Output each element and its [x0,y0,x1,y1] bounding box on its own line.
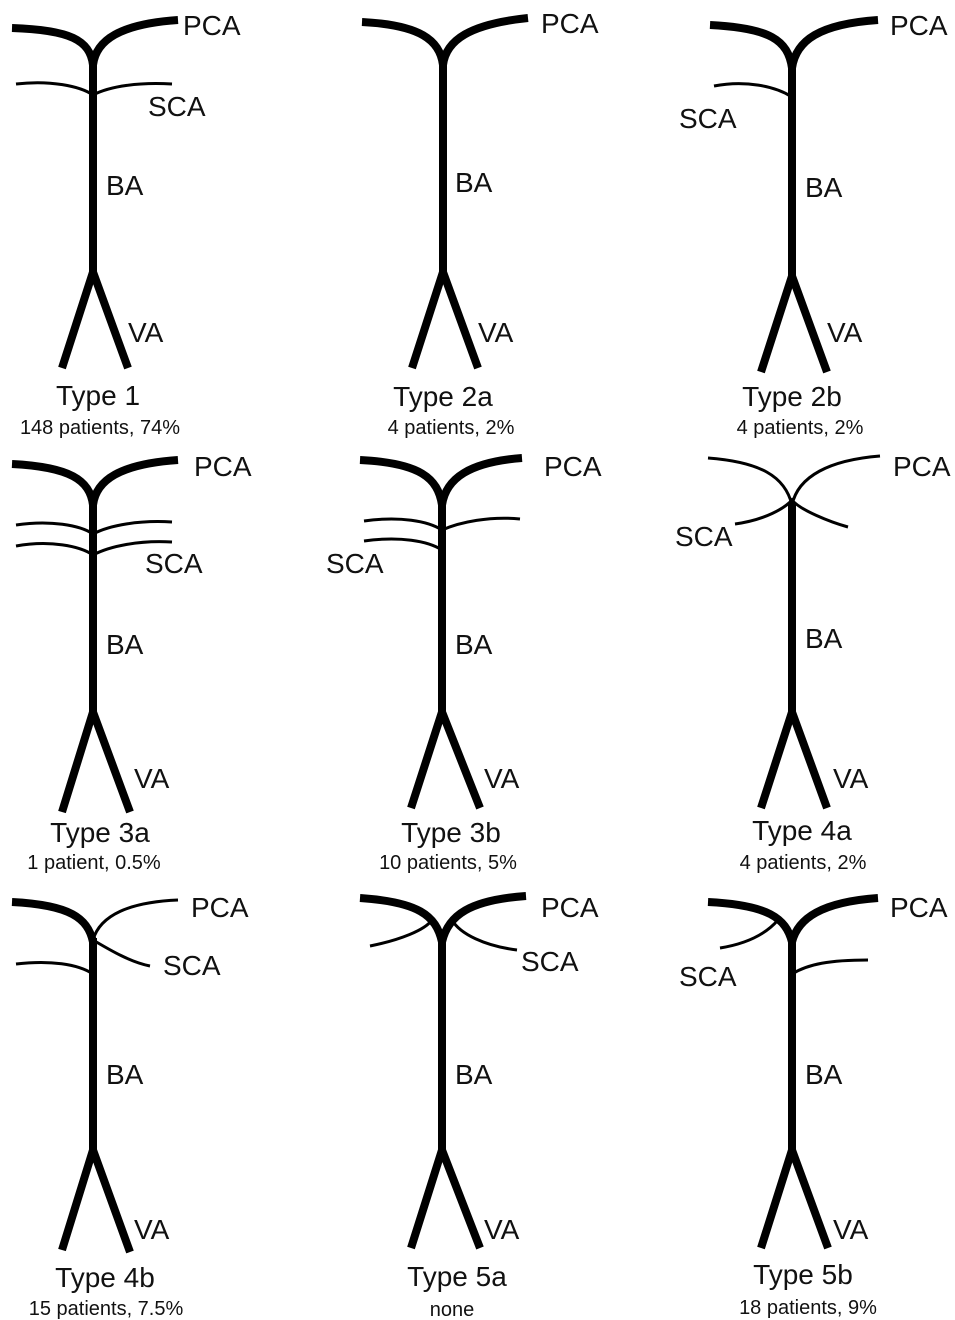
pca-vessel [361,14,529,66]
va-label: VA [833,763,869,794]
panel-title: Type 5a [407,1261,507,1292]
ba-label: BA [106,629,144,660]
sca-vessel-left [369,919,434,948]
pca-vessel-left [11,898,97,943]
panel-stat: 4 patients, 2% [737,417,864,439]
pca-label: PCA [890,10,948,41]
pca-label: PCA [544,451,602,482]
sca-label: SCA [675,521,733,552]
sca-label: SCA [521,946,579,977]
sca-vessel-left [719,919,780,950]
sca-label: SCA [326,548,384,579]
panel-title: Type 3b [401,817,501,848]
panel-type-3b: PCA SCA BA VA Type 3b 10 patients, 5% [326,451,602,874]
panel-stat: 15 patients, 7.5% [29,1298,184,1320]
panel-type-3a: PCA SCA BA VA Type 3a 1 patient, 0.5% [11,451,252,874]
vertebral-artery [407,700,484,810]
sca-vessel-left [15,960,94,976]
sca-vessel [713,82,793,99]
vertebral-artery [757,1137,832,1250]
pca-vessel [359,892,527,944]
panel-type-4a: PCA SCA BA VA Type 4a 4 patients, 2% [675,451,951,874]
vertebral-artery [757,699,831,810]
va-label: VA [134,1214,170,1245]
sca-label: SCA [145,548,203,579]
va-label: VA [833,1214,869,1245]
panel-title: Type 3a [50,817,150,848]
va-label: VA [827,317,863,348]
ba-label: BA [106,1059,144,1090]
panel-title: Type 2b [742,381,842,412]
pca-label: PCA [893,451,951,482]
sca-vessel-right [791,958,869,976]
panel-type-5a: PCA SCA BA VA Type 5a none [359,892,599,1320]
panel-stat: 148 patients, 74% [20,417,180,439]
panel-type-2a: PCA BA VA Type 2a 4 patients, 2% [361,8,599,439]
sca-vessel-right [450,919,518,952]
pca-vessel [11,16,179,66]
vertebral-artery [58,1137,134,1254]
pca-vessel [359,454,523,506]
vertebral-artery [407,1137,484,1250]
panel-stat: 1 patient, 0.5% [27,852,161,874]
panel-stat: 4 patients, 2% [740,852,867,874]
panel-stat: 18 patients, 9% [739,1297,877,1319]
vertebral-artery [757,263,831,374]
pca-vessel [11,456,179,506]
panel-stat: 10 patients, 5% [379,852,517,874]
panel-type-4b: PCA SCA BA VA Type 4b 15 patients, 7.5% [11,892,249,1320]
panel-title: Type 5b [753,1259,853,1290]
va-label: VA [134,763,170,794]
panel-title: Type 4b [55,1262,155,1293]
pca-label: PCA [890,892,948,923]
va-label: VA [484,763,520,794]
sca-label: SCA [679,961,737,992]
ba-label: BA [455,1059,493,1090]
ba-label: BA [455,167,493,198]
panel-type-2b: PCA SCA BA VA Type 2b 4 patients, 2% [679,10,948,439]
panel-type-5b: PCA SCA BA VA Type 5b 18 patients, 9% [679,892,948,1319]
pca-label: PCA [541,892,599,923]
pca-vessel [707,454,881,506]
pca-vessel [709,16,879,69]
va-label: VA [484,1214,520,1245]
panel-title: Type 2a [393,381,493,412]
vertebral-artery [58,699,134,814]
sca-label: SCA [679,103,737,134]
pca-label: PCA [183,10,241,41]
pca-label: PCA [194,451,252,482]
panel-stat: none [430,1299,475,1320]
panel-title: Type 4a [752,815,852,846]
vertebral-artery [408,259,482,370]
ba-label: BA [805,172,843,203]
ba-label: BA [805,623,843,654]
sca-label: SCA [163,950,221,981]
pca-vessel-right [91,898,179,941]
pca-vessel [707,894,879,944]
pca-label: PCA [191,892,249,923]
ba-label: BA [455,629,493,660]
panel-stat: 4 patients, 2% [388,417,515,439]
ba-label: BA [805,1059,843,1090]
sca-label: SCA [148,91,206,122]
sca-vessel [734,497,849,529]
panel-title: Type 1 [56,380,140,411]
sca-vessel-right [92,938,151,968]
sca-vessel-lower [363,537,443,552]
pca-label: PCA [541,8,599,39]
ba-label: BA [106,170,144,201]
va-label: VA [128,317,164,348]
panel-type-1: PCA SCA BA VA Type 1 148 patients, 74% [11,10,241,439]
va-label: VA [478,317,514,348]
vertebral-artery [58,259,132,370]
